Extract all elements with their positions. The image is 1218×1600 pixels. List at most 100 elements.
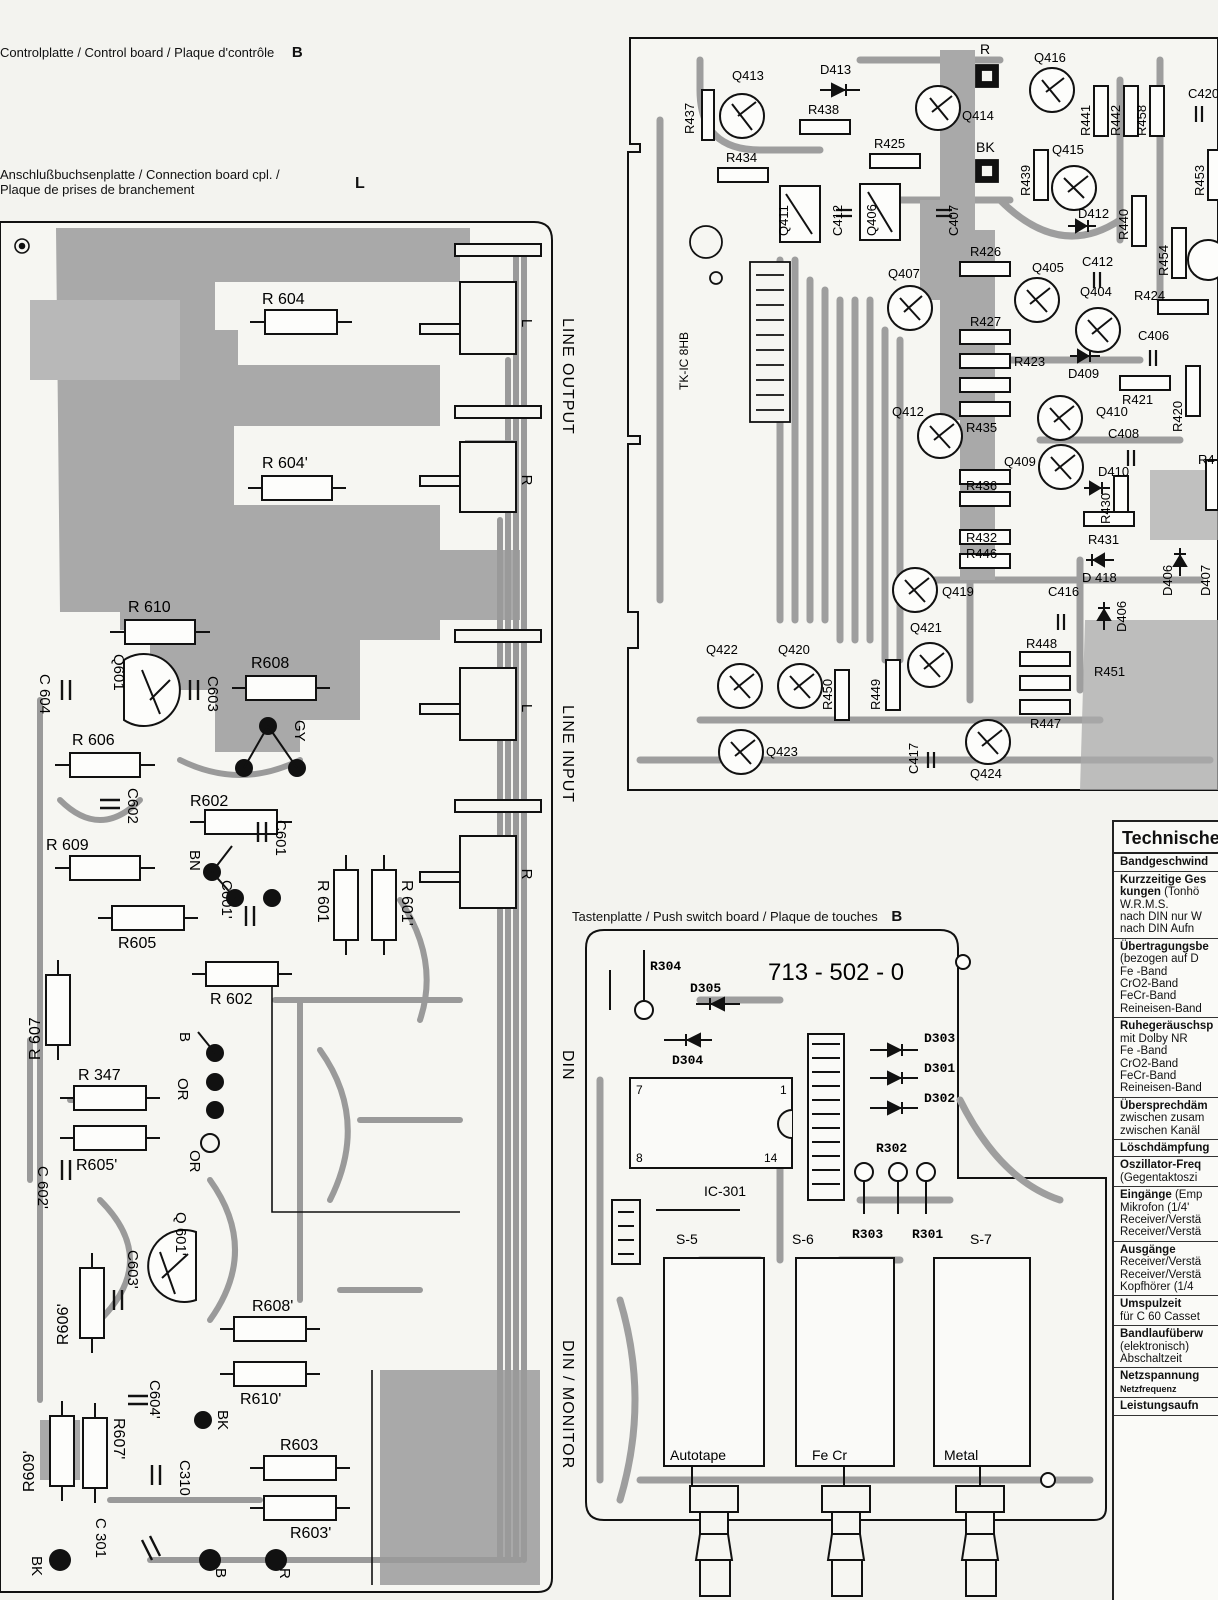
button-label-fecr: Fe Cr	[812, 1447, 847, 1463]
tech-row-heading: Übersprechdäm	[1120, 1099, 1208, 1112]
label-r603-prime: R603'	[290, 1525, 331, 1542]
label-r608: R608	[251, 655, 289, 672]
label-r458: R458	[1134, 105, 1149, 136]
connection-board: L R L R LINE OUTPUT LINE INPUT DIN DIN /…	[0, 221, 576, 1593]
tech-row-line: Fe -Band	[1120, 966, 1218, 978]
tech-row-text: mit Dolby NR	[1120, 1032, 1188, 1045]
tech-row-line: für C 60 Casset	[1120, 1311, 1218, 1323]
label-r607-prime: R607'	[110, 1418, 127, 1459]
tech-row-line: Übertragungsbe	[1120, 941, 1218, 953]
marker-bk: BK	[976, 139, 995, 155]
label-q601: Q601	[110, 654, 127, 691]
tech-row-heading: Ruhegeräuschsp	[1120, 1020, 1214, 1033]
push-switch-board-letter: B	[891, 908, 903, 925]
push-switch-board-caption-text: Tastenplatte / Push switch board / Plaqu…	[572, 909, 878, 924]
tech-row-group: Oszillator-Freq(Gegentaktoszi	[1114, 1157, 1218, 1188]
tech-row-group: Leistungsaufn	[1114, 1398, 1218, 1416]
label-q413: Q413	[732, 68, 764, 83]
control-board: Q413 Q414 Q416 Q415 Q411 Q406 Q407 Q405 …	[627, 37, 1218, 791]
marker-r: R	[980, 41, 990, 57]
label-r442: R442	[1108, 105, 1123, 136]
wire-label-b: B	[176, 1032, 193, 1042]
label-r439: R439	[1018, 165, 1033, 196]
part-number: 713 - 502 - 0	[768, 959, 904, 986]
label-s5: S-5	[676, 1231, 698, 1247]
label-r441: R441	[1078, 105, 1093, 136]
side-label-line-input: LINE INPUT	[559, 705, 576, 803]
label-d410: D410	[1098, 464, 1129, 479]
tech-row-text: W.R.M.S.	[1120, 898, 1169, 911]
label-c602: C602	[124, 788, 141, 824]
label-d407: D407	[1198, 565, 1213, 596]
wire-label-r: R	[276, 1568, 293, 1579]
label-q406: Q406	[864, 204, 879, 236]
button-label-autotape: Autotape	[670, 1447, 726, 1463]
label-r423: R423	[1014, 354, 1045, 369]
label-q404: Q404	[1080, 284, 1112, 299]
label-r426: R426	[970, 244, 1001, 259]
tech-row-heading: Bandlaufüberw	[1120, 1328, 1204, 1341]
side-label-line-output: LINE OUTPUT	[559, 318, 576, 435]
tech-row-line: kungen (Tonhö	[1120, 886, 1218, 898]
tech-row-line: CrO2-Band	[1120, 1058, 1218, 1070]
label-r605: R605	[118, 935, 156, 952]
tech-row-text: zwischen zusam	[1120, 1112, 1205, 1125]
tech-row-line: Receiver/Verstä	[1120, 1214, 1218, 1226]
label-q424: Q424	[970, 766, 1002, 781]
label-r610-prime: R610'	[240, 1391, 281, 1408]
tech-row-line: Leistungsaufn	[1120, 1400, 1218, 1412]
label-r425: R425	[874, 136, 905, 151]
board-code: TK-IC 8HB	[677, 332, 691, 390]
tech-row-text: nach DIN Aufn	[1120, 923, 1195, 936]
label-c412-b: C412	[1082, 254, 1113, 269]
tech-row-text: (Tonhö	[1160, 886, 1200, 899]
label-r347: R 347	[78, 1067, 121, 1084]
tech-row-text: Abschaltzeit	[1120, 1353, 1183, 1366]
label-c417: C417	[906, 743, 921, 774]
label-r448: R448	[1026, 636, 1057, 651]
label-r602: R602	[190, 793, 228, 810]
label-r604: R 604	[262, 291, 305, 308]
tech-row-line: Umspulzeit	[1120, 1298, 1218, 1310]
tech-row-line: Eingänge (Emp	[1120, 1189, 1218, 1201]
label-q410: Q410	[1096, 404, 1128, 419]
wire-label-bk: BK	[214, 1410, 231, 1430]
label-r451: R451	[1094, 664, 1125, 679]
label-r424: R424	[1134, 288, 1165, 303]
label-r437: R437	[682, 103, 697, 134]
tech-row-text: Kopfhörer (1/4	[1120, 1281, 1194, 1293]
label-r438: R438	[808, 102, 839, 117]
jack-letter-line-in-l: L	[518, 704, 535, 712]
label-d303: D303	[924, 1031, 955, 1046]
label-q420: Q420	[778, 642, 810, 657]
tech-row-line: Bandgeschwind	[1120, 856, 1218, 868]
label-r431: R431	[1088, 532, 1119, 547]
label-q601-prime: Q 601'	[172, 1212, 189, 1256]
label-r601: R 601	[314, 880, 331, 923]
label-r609: R 609	[46, 837, 89, 854]
label-r427: R427	[970, 314, 1001, 329]
ic-pin-7: 7	[636, 1083, 643, 1097]
tech-row-line: Reineisen-Band	[1120, 1003, 1218, 1015]
tech-row-line: FeCr-Band	[1120, 990, 1218, 1002]
label-r4: R4	[1198, 452, 1215, 467]
wire-label-bk-2: BK	[28, 1556, 45, 1576]
tech-row-heading: Kurzzeitige Ges	[1120, 873, 1207, 886]
label-q405: Q405	[1032, 260, 1064, 275]
side-label-din-monitor: DIN / MONITOR	[559, 1340, 576, 1469]
tech-row-heading: Netzspannung	[1120, 1370, 1200, 1383]
label-r603: R603	[280, 1437, 318, 1454]
control-board-letter: B	[291, 44, 303, 61]
jack-letter-line-out-l: L	[518, 319, 535, 327]
tech-row-text: (Emp	[1171, 1189, 1203, 1202]
label-c310: C310	[176, 1460, 193, 1496]
tech-row-line: Ruhegeräuschsp	[1120, 1020, 1218, 1032]
connection-board-letter: L	[355, 175, 365, 192]
label-s6: S-6	[792, 1231, 814, 1247]
tech-row-heading: Oszillator-Freq	[1120, 1159, 1202, 1172]
label-c412: C412	[830, 205, 845, 236]
